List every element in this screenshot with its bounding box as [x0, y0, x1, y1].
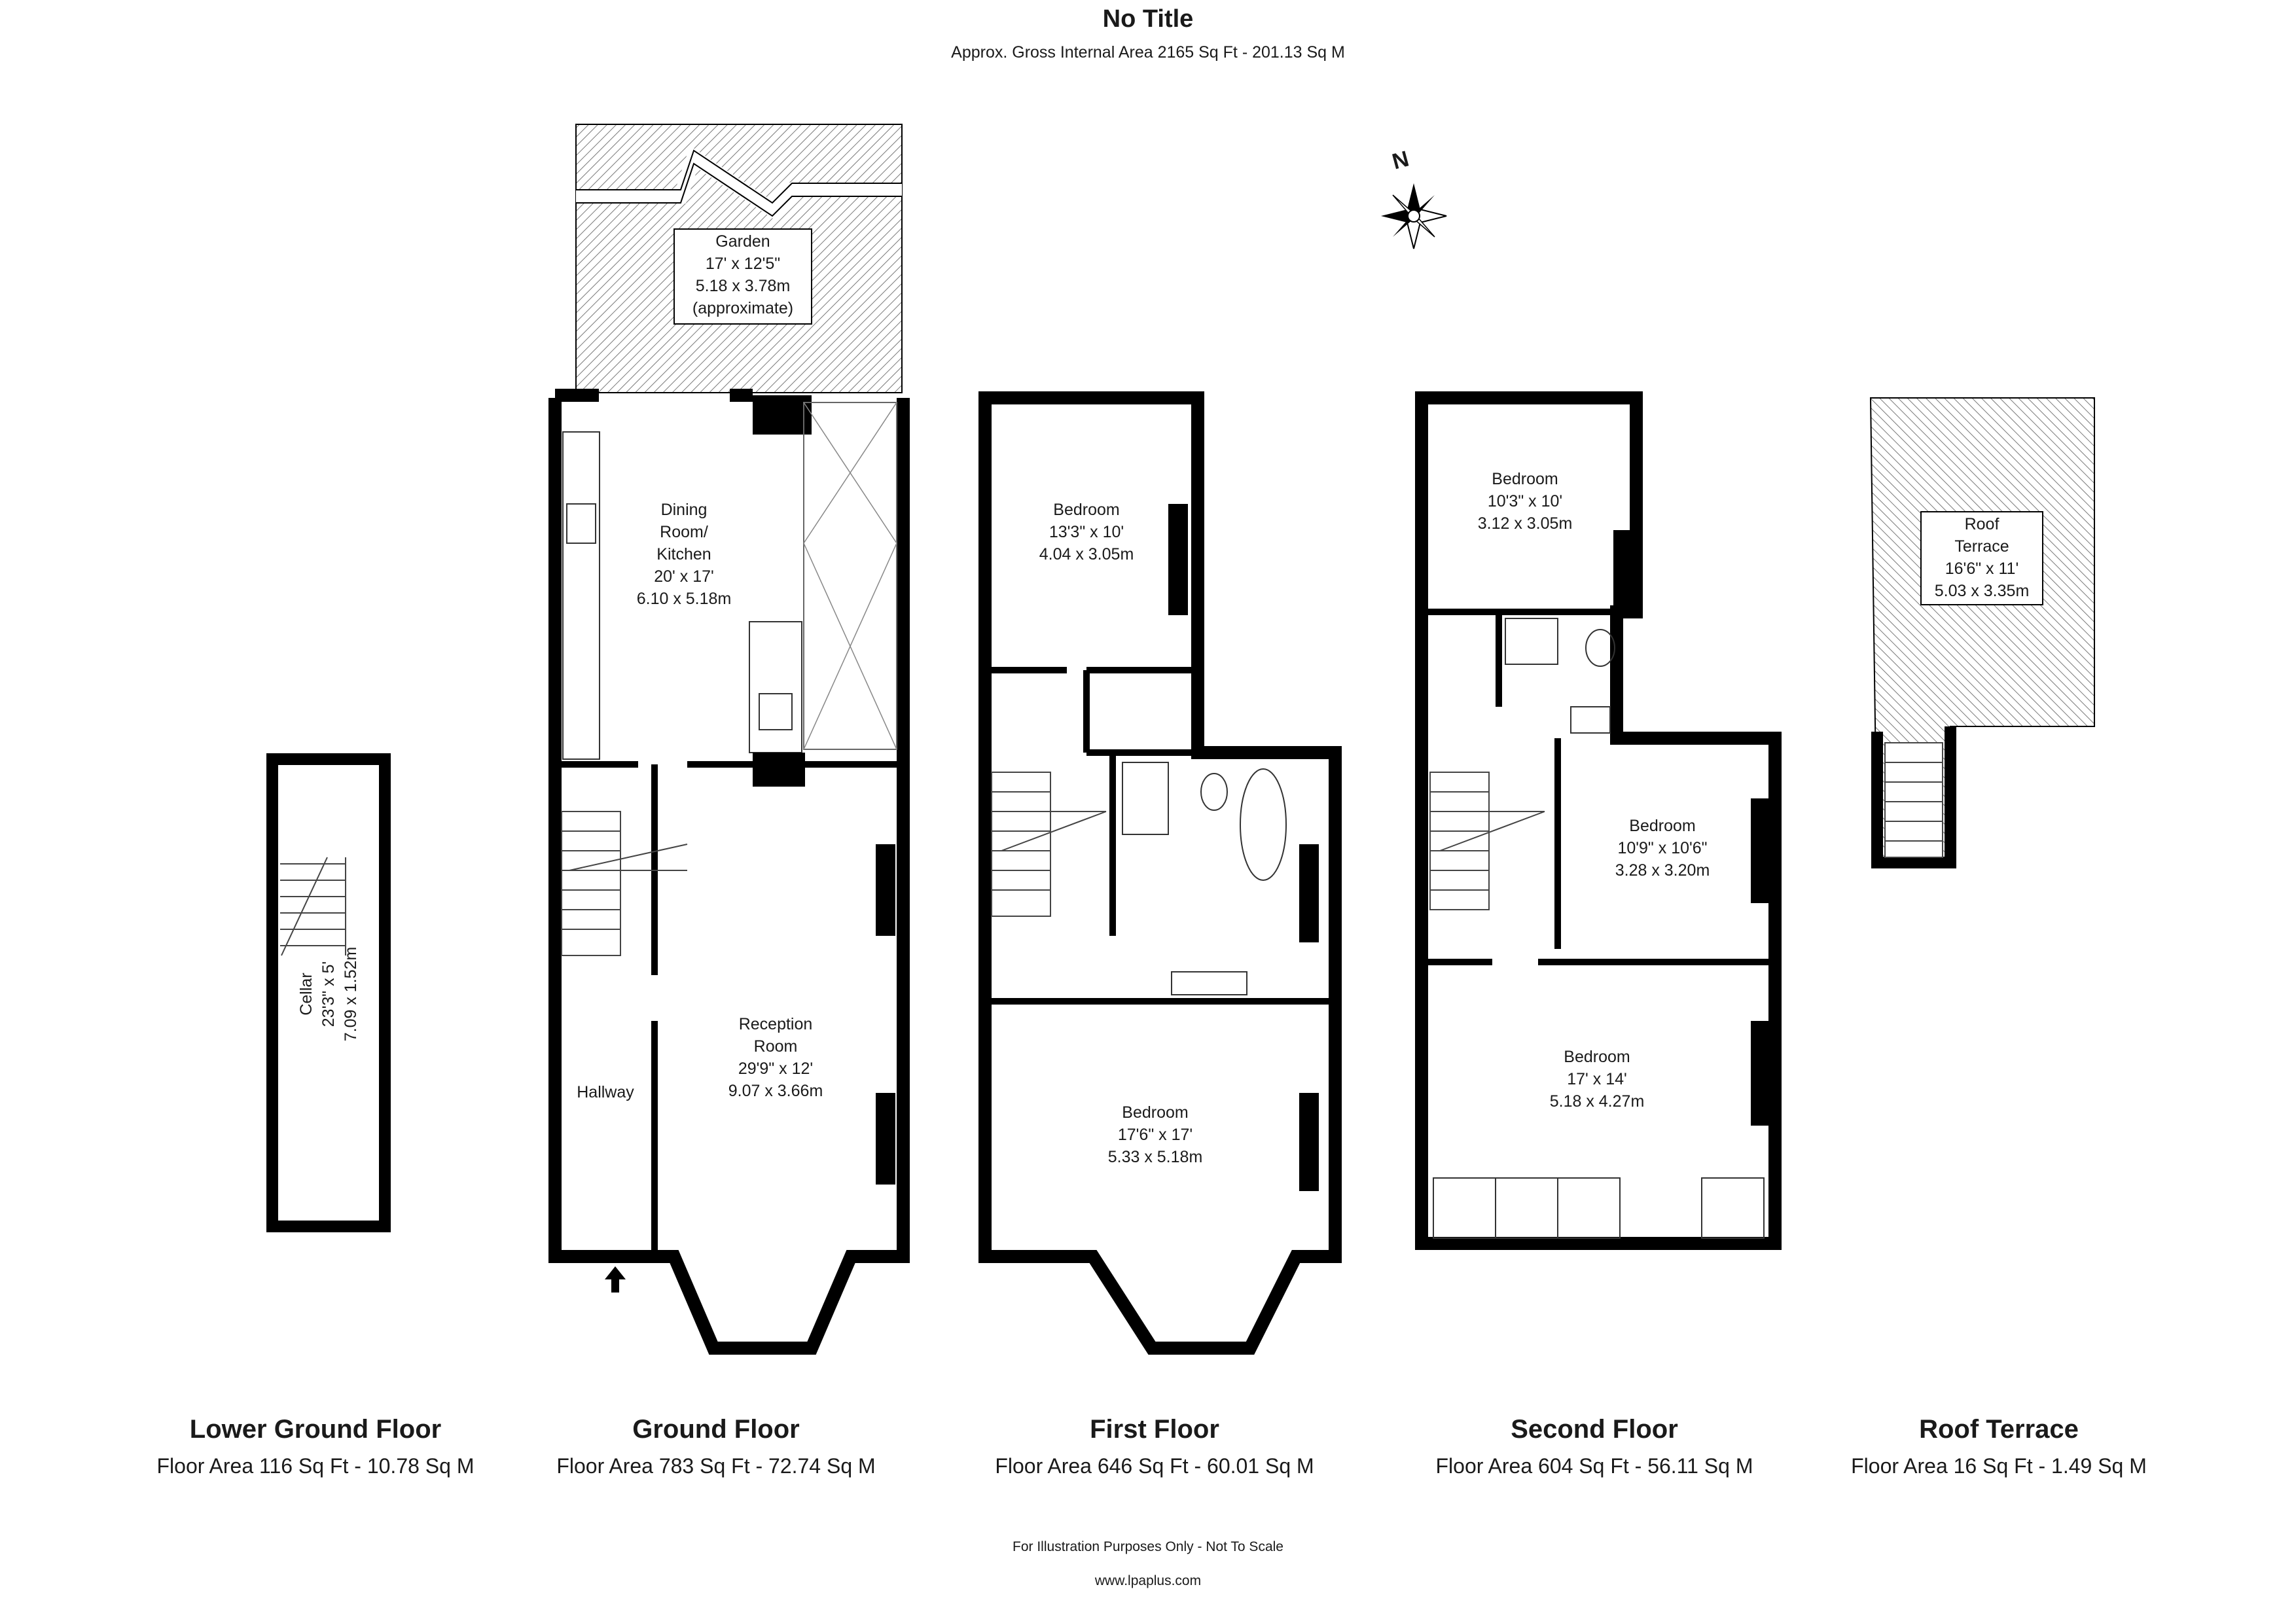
ground-floor-stairs: [561, 811, 688, 956]
cellar-stairs: [280, 857, 346, 956]
disclaimer: For Illustration Purposes Only - Not To …: [1013, 1539, 1283, 1554]
floor-name-ground: Ground Floor: [632, 1415, 800, 1444]
floor-area-lower-ground: Floor Area 116 Sq Ft - 10.78 Sq M: [156, 1454, 475, 1478]
first-floor-stairs: [991, 772, 1107, 917]
second-floor-stairs: [1429, 772, 1545, 910]
website-link[interactable]: www.lpaplus.com: [1094, 1573, 1202, 1588]
second-floor-plan: [1415, 391, 1782, 1250]
north-arrow-icon: [1381, 183, 1447, 249]
floor-name-roof-terrace: Roof Terrace: [1919, 1415, 2079, 1444]
first-floor-plan: [978, 391, 1342, 1355]
floor-area-ground: Floor Area 783 Sq Ft - 72.74 Sq M: [556, 1454, 876, 1478]
page-title: No Title: [1102, 5, 1194, 33]
floor-name-lower-ground: Lower Ground Floor: [189, 1415, 442, 1444]
floor-name-first: First Floor: [1090, 1415, 1219, 1444]
ground-floor-plan: [548, 124, 910, 1355]
roof-terrace-plan: [1869, 397, 2095, 868]
room-label-hallway: Hallway: [577, 1083, 634, 1101]
page-subtitle: Approx. Gross Internal Area 2165 Sq Ft -…: [951, 43, 1345, 62]
floor-area-first: Floor Area 646 Sq Ft - 60.01 Sq M: [995, 1454, 1314, 1478]
lower-ground-floor-plan: [266, 753, 391, 1232]
floor-name-second: Second Floor: [1511, 1415, 1678, 1444]
floor-area-second: Floor Area 604 Sq Ft - 56.11 Sq M: [1435, 1454, 1753, 1478]
roof-stairs: [1884, 742, 1943, 858]
floor-area-roof-terrace: Floor Area 16 Sq Ft - 1.49 Sq M: [1851, 1454, 2147, 1478]
